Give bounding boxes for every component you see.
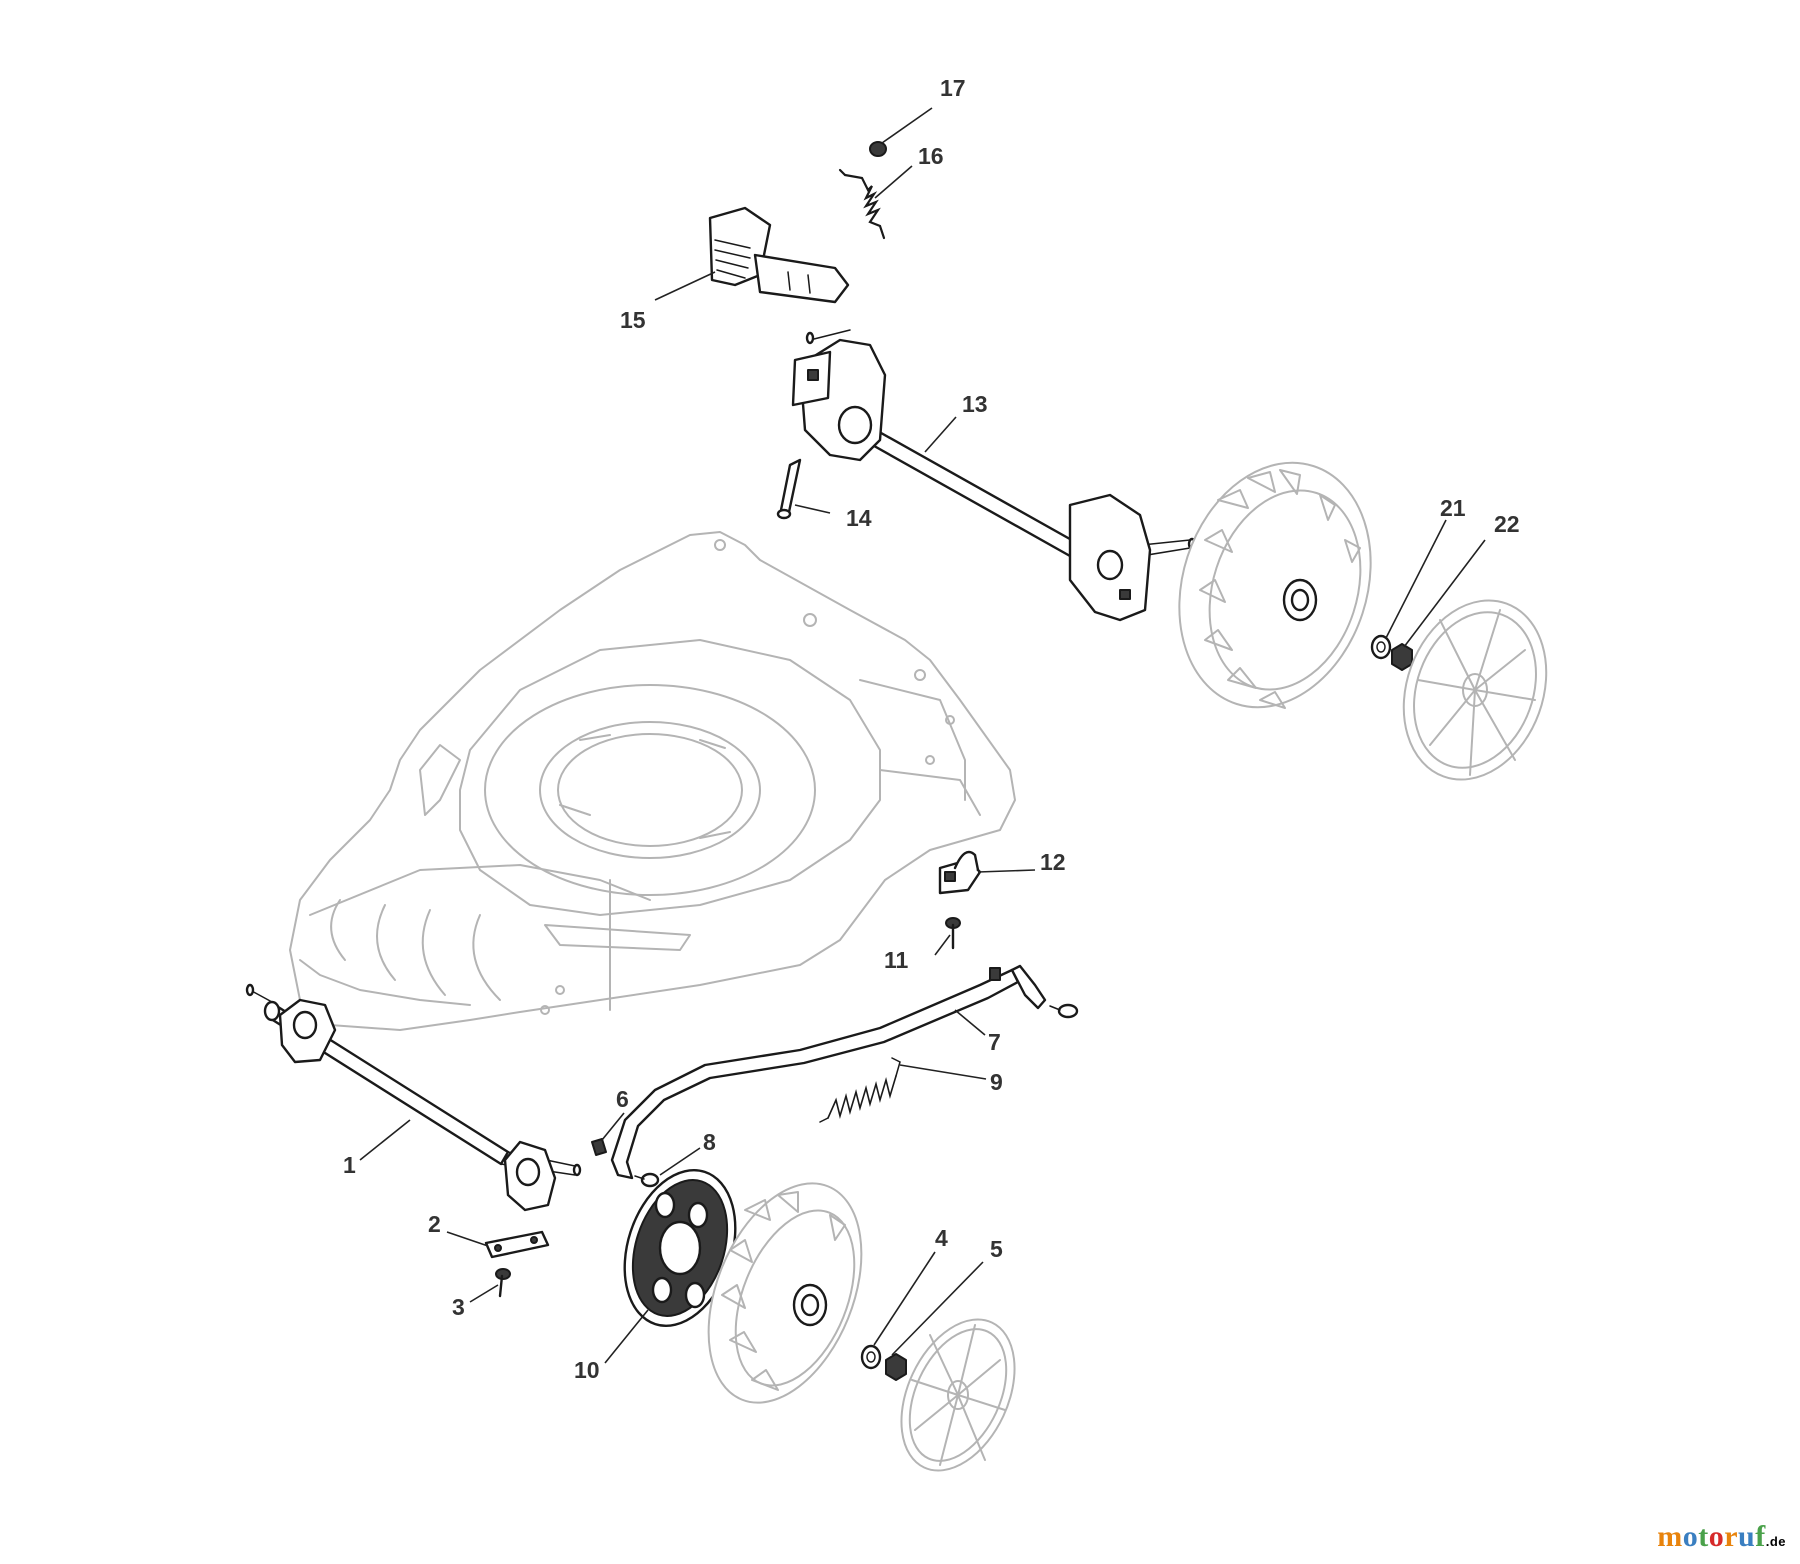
leader-lines [359, 107, 1486, 1364]
leader-13 [924, 416, 957, 453]
leader-22 [1403, 539, 1486, 648]
screw-plate [495, 1268, 511, 1298]
callout-22: 22 [1494, 511, 1520, 537]
leader-4 [873, 1251, 936, 1346]
callout-13: 13 [962, 391, 988, 417]
rear-wheel [1178, 461, 1372, 709]
leader-10 [604, 1309, 649, 1364]
callout-14: 14 [846, 505, 872, 531]
callout-8: 8 [703, 1129, 716, 1155]
leader-21 [1385, 519, 1447, 639]
leader-8 [659, 1147, 701, 1176]
callout-17: 17 [940, 75, 966, 101]
callout-15: 15 [620, 307, 646, 333]
mower-deck [289, 531, 1016, 1031]
screw-bracket [945, 917, 961, 950]
leader-5 [891, 1261, 984, 1356]
leader-11 [934, 934, 951, 956]
callout-labels: 17 16 15 13 14 21 22 12 11 7 9 6 8 1 2 3… [343, 75, 1520, 1383]
callout-12: 12 [1040, 849, 1066, 875]
callout-2: 2 [428, 1211, 441, 1237]
nut [869, 141, 887, 157]
clip [591, 1138, 607, 1156]
callout-9: 9 [990, 1069, 1003, 1095]
plate [484, 1230, 550, 1259]
callout-5: 5 [990, 1236, 1003, 1262]
brand-logo: motoruf.de [1657, 1520, 1786, 1554]
callout-10: 10 [574, 1357, 600, 1383]
leader-17 [881, 107, 933, 144]
front-axle-bracket-left [278, 998, 337, 1064]
height-lever-handle [708, 206, 850, 304]
callout-11: 11 [884, 947, 909, 973]
front-axle-bracket-right [503, 1140, 557, 1212]
leader-2 [446, 1231, 489, 1247]
locknut-rear [1391, 643, 1413, 671]
lift-rod [610, 964, 1079, 1180]
hubcap-rear [1402, 599, 1548, 781]
leader-15 [654, 271, 716, 301]
brand-tld: .de [1765, 1534, 1786, 1549]
callout-21: 21 [1440, 495, 1466, 521]
extension-spring [819, 1057, 901, 1123]
pin [776, 458, 802, 520]
callout-4: 4 [935, 1225, 948, 1251]
rear-height-bracket-left [791, 329, 887, 462]
front-wheel [707, 1182, 863, 1404]
callout-3: 3 [452, 1294, 465, 1320]
washer-rear [1370, 634, 1392, 660]
screw-lift-rod [634, 1172, 660, 1188]
callout-7: 7 [988, 1029, 1001, 1055]
leader-9 [899, 1064, 987, 1080]
drive-disc [623, 1169, 737, 1327]
leader-1 [359, 1119, 411, 1161]
leader-7 [954, 1009, 986, 1036]
washer-front [860, 1344, 882, 1370]
brand-name: motoruf [1657, 1520, 1766, 1553]
leader-16 [874, 165, 913, 199]
rear-height-bracket-right [1068, 493, 1152, 622]
leader-6 [601, 1112, 625, 1141]
leader-14 [794, 504, 831, 514]
callout-1: 1 [343, 1152, 356, 1178]
torsion-spring [838, 168, 886, 240]
leader-3 [469, 1284, 499, 1303]
leader-12 [977, 869, 1036, 873]
callout-6: 6 [616, 1086, 629, 1112]
hubcap-front [900, 1318, 1016, 1472]
locknut-front [885, 1353, 907, 1381]
callout-16: 16 [918, 143, 944, 169]
height-bracket-front [938, 850, 982, 895]
